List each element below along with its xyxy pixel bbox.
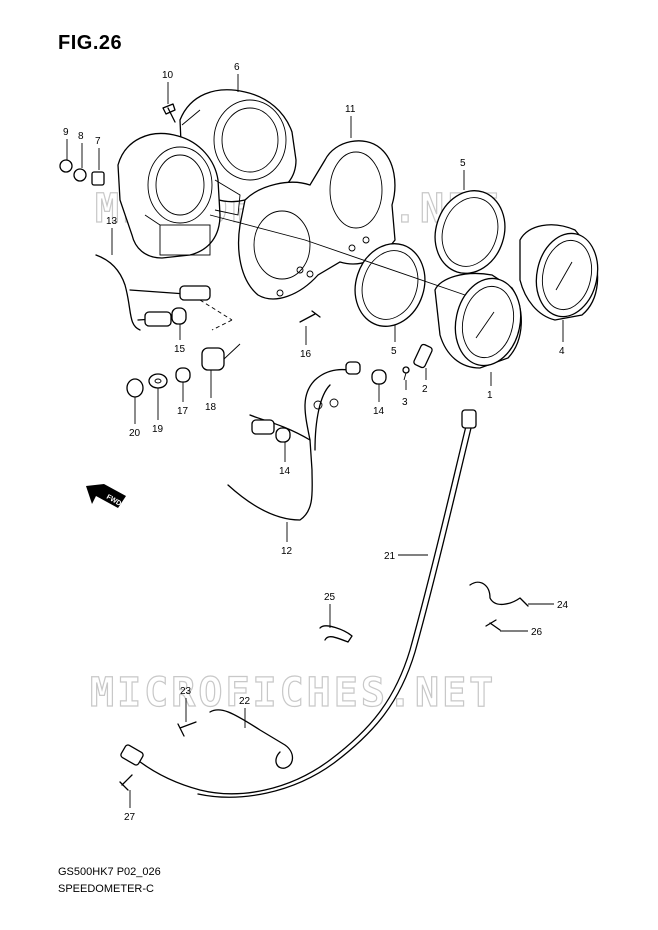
part-18-socket (201, 343, 241, 371)
part-23-bolt (177, 721, 197, 737)
part-1-speedometer (434, 272, 522, 369)
part-7-nut (91, 171, 105, 186)
callout-27: 27 (124, 812, 136, 823)
model-code: GS500HK7 P02_026 (58, 866, 161, 878)
part-15-bulb (171, 307, 187, 325)
callout-12: 12 (281, 546, 293, 557)
part-11-meter-panel (237, 140, 396, 300)
callout-18: 18 (205, 402, 217, 413)
fwd-direction-arrow: FWD (86, 484, 126, 508)
part-20-grommet (126, 378, 144, 398)
part-26-bolt (485, 619, 501, 631)
watermark-lower: MICROFICHES.NET (90, 670, 496, 716)
assembly-name: SPEEDOMETER-C (58, 883, 154, 895)
callout-8: 8 (78, 131, 84, 142)
part-16-screw (299, 310, 321, 323)
part-19-washer (148, 373, 168, 389)
figure-title: FIG.26 (58, 32, 123, 54)
part-24-clip (469, 581, 529, 607)
callout-25: 25 (324, 592, 336, 603)
part-8-washer (73, 168, 87, 182)
callout-13: 13 (106, 216, 118, 227)
part-17-bulb (175, 367, 191, 383)
callout-1: 1 (487, 390, 493, 401)
part-14-bulb-lower (275, 427, 291, 443)
part-5-ring-lower (354, 243, 426, 327)
part-13-lamp-harness (95, 254, 211, 331)
part-4-tachometer (519, 224, 599, 321)
callout-21: 21 (384, 551, 396, 562)
part-2-socket (413, 343, 433, 369)
part-12-wiring-harness (227, 361, 361, 521)
callout-20: 20 (129, 428, 141, 439)
callout-2: 2 (422, 384, 428, 395)
callout-6: 6 (234, 62, 240, 73)
part-5-ring-upper (434, 190, 506, 274)
callout-9: 9 (63, 127, 69, 138)
callout-labels: 1 2 3 4 5 5 6 7 8 9 10 11 12 (63, 62, 569, 823)
callout-17: 17 (177, 406, 189, 417)
callout-22: 22 (239, 696, 251, 707)
callout-19: 19 (152, 424, 164, 435)
callout-7: 7 (95, 136, 101, 147)
part-22-cable-guide (209, 709, 294, 769)
callout-14-lower: 14 (279, 466, 291, 477)
callout-16: 16 (300, 349, 312, 360)
part-meter-case-lower (117, 132, 241, 259)
callout-4: 4 (559, 346, 565, 357)
part-27-bolt (119, 774, 133, 791)
callout-5-lower: 5 (391, 346, 397, 357)
callout-15: 15 (174, 344, 186, 355)
callout-24: 24 (557, 600, 569, 611)
part-25-clamp (319, 625, 353, 643)
part-10-bolt (162, 103, 176, 123)
part-21-speedometer-cable (120, 409, 477, 798)
callout-11: 11 (345, 104, 356, 115)
callout-23: 23 (180, 686, 192, 697)
part-3-screw (402, 366, 410, 381)
callout-10: 10 (162, 70, 174, 81)
callout-26: 26 (531, 627, 543, 638)
callout-14-right: 14 (373, 406, 385, 417)
callout-3: 3 (402, 397, 408, 408)
part-9-grommet (59, 159, 73, 173)
callout-5-upper: 5 (460, 158, 466, 169)
part-14-bulb-right (371, 369, 387, 385)
